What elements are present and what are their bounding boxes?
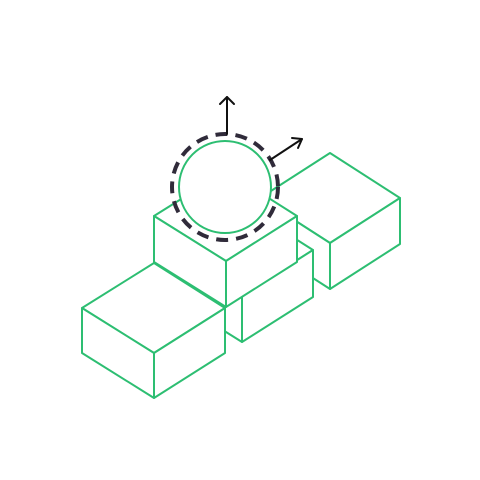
diagonal-arrow-icon[interactable] [269,137,303,161]
front-left-block-right-face [153,307,226,399]
sphere-icon [178,140,272,234]
dashed-selection-ring-icon[interactable] [170,132,280,242]
up-arrow-icon[interactable] [219,96,235,135]
top-block-right-face [225,215,298,308]
front-left-block [81,262,226,399]
back-right-block-right-face [329,197,401,290]
